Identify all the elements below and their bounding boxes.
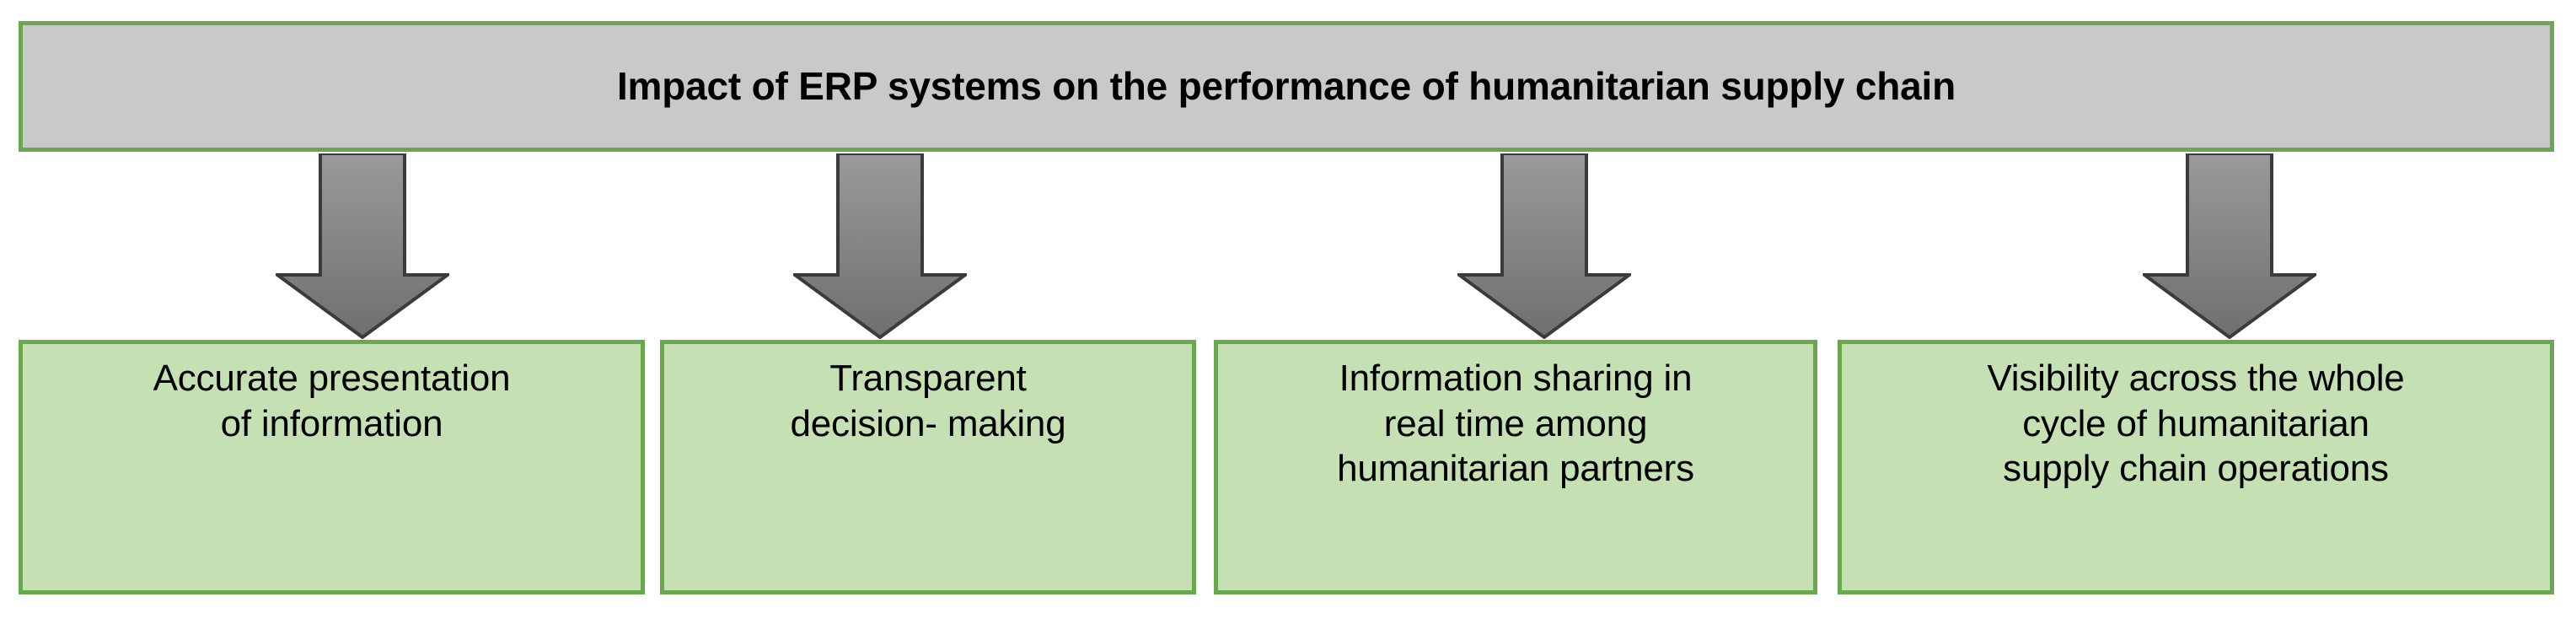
node-label: Transparent decision- making <box>790 358 1066 444</box>
down-arrow-icon-3 <box>1457 153 1631 339</box>
node-transparent-decision-making: Transparent decision- making <box>660 340 1196 594</box>
node-information-sharing: Information sharing in real time among h… <box>1214 340 1817 594</box>
down-arrow-icon-2 <box>793 153 967 339</box>
node-visibility-whole-cycle: Visibility across the whole cycle of hum… <box>1838 340 2554 594</box>
node-accurate-presentation: Accurate presentation of information <box>19 340 645 594</box>
down-arrow-icon-1 <box>276 153 449 339</box>
node-label: Visibility across the whole cycle of hum… <box>1987 358 2405 490</box>
page-title: Impact of ERP systems on the performance… <box>616 64 1956 109</box>
down-arrow-icon-4 <box>2143 153 2316 339</box>
node-label: Accurate presentation of information <box>153 358 511 444</box>
diagram-header-box: Impact of ERP systems on the performance… <box>19 21 2554 152</box>
node-label: Information sharing in real time among h… <box>1337 358 1694 490</box>
